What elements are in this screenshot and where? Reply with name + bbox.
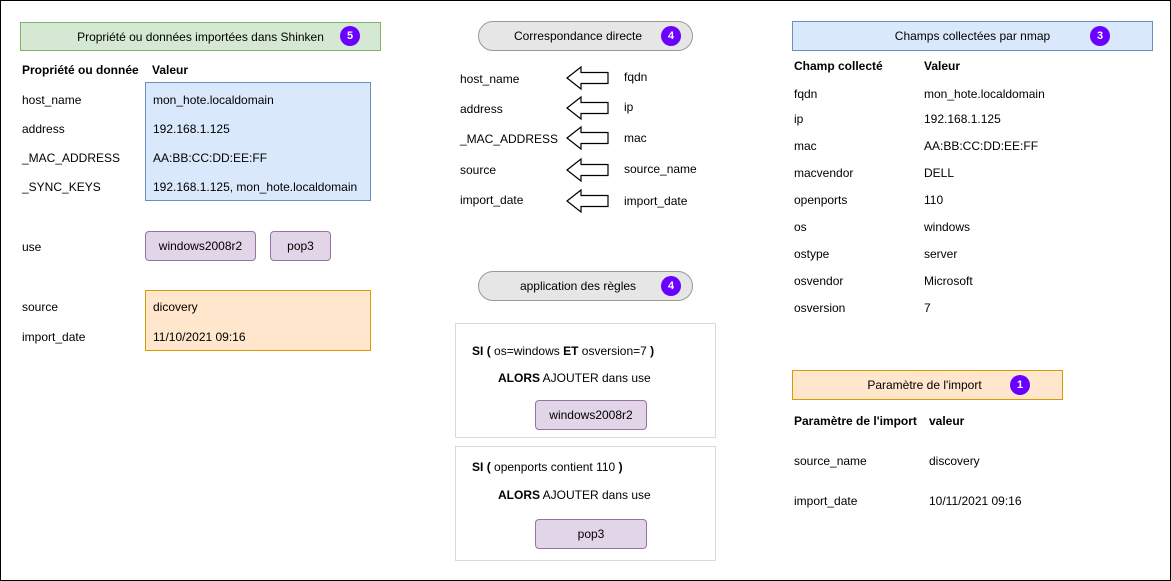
nmap-row-name: ostype	[794, 247, 830, 261]
left-row-name: _SYNC_KEYS	[22, 180, 101, 194]
nmap-row-name: ip	[794, 112, 804, 126]
rules-header-label: application des règles	[519, 279, 637, 293]
nmap-row-name: osversion	[794, 301, 846, 315]
import-params-header-label: Paramètre de l'import	[867, 378, 982, 392]
left-row-value: 192.168.1.125, mon_hote.localdomain	[153, 180, 358, 194]
col-header-param-value: valeur	[929, 414, 965, 428]
rule-2-action: ALORS AJOUTER dans use	[498, 488, 651, 502]
rule-1-action: ALORS AJOUTER dans use	[498, 371, 651, 385]
nmap-row-value: server	[924, 247, 958, 261]
mapping-source: fqdn	[624, 70, 648, 84]
mapping-source: import_date	[624, 194, 688, 208]
left-row-value: 192.168.1.125	[153, 122, 230, 136]
import-param-name: source_name	[794, 454, 867, 468]
rule-2-tag: pop3	[535, 519, 647, 549]
rule-1-action-text: AJOUTER dans use	[542, 371, 651, 385]
use-tag-windows2008r2: windows2008r2	[145, 231, 256, 261]
nmap-row-name: mac	[794, 139, 817, 153]
rule-1-close: )	[650, 344, 655, 358]
rule-2-open: (	[486, 460, 491, 474]
shinken-properties-header-label: Propriété ou données importées dans Shin…	[77, 29, 324, 44]
import-values-box	[145, 290, 371, 351]
source-value: dicovery	[153, 300, 198, 314]
nmap-row-value: 7	[924, 301, 931, 315]
mapping-target: source	[460, 163, 497, 177]
nmap-row-name: fqdn	[794, 87, 818, 101]
nmap-row-name: macvendor	[794, 166, 854, 180]
left-row-name: _MAC_ADDRESS	[22, 151, 121, 165]
nmap-row-value: Microsoft	[924, 274, 973, 288]
rule-2-action-text: AJOUTER dans use	[542, 488, 651, 502]
left-row-value: mon_hote.localdomain	[153, 93, 274, 107]
direct-mapping-header: Correspondance directe	[478, 21, 693, 51]
rule-1-et: ET	[563, 344, 579, 358]
left-arrow-icon	[566, 95, 609, 121]
rule-1-tag: windows2008r2	[535, 400, 647, 430]
nmap-fields-header-label: Champs collectées par nmap	[894, 29, 1051, 43]
step-badge-4: 4	[661, 276, 681, 296]
use-label: use	[22, 240, 42, 254]
left-arrow-icon	[566, 157, 609, 183]
mapping-source: source_name	[624, 162, 697, 176]
left-row-name: host_name	[22, 93, 82, 107]
nmap-row-value: 110	[924, 193, 944, 207]
rule-1-si: SI	[472, 344, 484, 358]
col-header-param: Paramètre de l'import	[794, 414, 917, 428]
direct-mapping-header-label: Correspondance directe	[513, 29, 643, 43]
shinken-properties-header: Propriété ou données importées dans Shin…	[20, 22, 381, 51]
rule-1-cond-b: osversion=7	[581, 344, 647, 358]
import-param-value: discovery	[929, 454, 980, 468]
step-badge-4: 4	[661, 26, 681, 46]
col-header-property: Propriété ou donnée	[22, 63, 139, 77]
shinken-values-box	[145, 82, 371, 201]
mapping-target: address	[460, 102, 503, 116]
left-row-value: AA:BB:CC:DD:EE:FF	[153, 151, 268, 165]
step-badge-5: 5	[340, 26, 360, 46]
mapping-target: host_name	[460, 72, 520, 86]
mapping-target: import_date	[460, 193, 524, 207]
nmap-row-name: os	[794, 220, 807, 234]
rule-2-close: )	[618, 460, 623, 474]
col-header-field: Champ collecté	[794, 59, 883, 73]
mapping-source: mac	[624, 131, 647, 145]
left-arrow-icon	[566, 125, 609, 151]
left-arrow-icon	[566, 188, 609, 214]
nmap-row-value: windows	[924, 220, 971, 234]
rule-2-alors: ALORS	[498, 488, 540, 502]
step-badge-3: 3	[1090, 26, 1110, 46]
rule-1-alors: ALORS	[498, 371, 540, 385]
source-label: source	[22, 300, 59, 314]
nmap-row-value: DELL	[924, 166, 955, 180]
nmap-row-value: mon_hote.localdomain	[924, 87, 1045, 101]
nmap-row-value: 192.168.1.125	[924, 112, 1001, 126]
mapping-source: ip	[624, 100, 634, 114]
step-badge-1: 1	[1010, 375, 1030, 395]
rules-header: application des règles	[478, 271, 693, 301]
mapping-target: _MAC_ADDRESS	[460, 132, 559, 146]
rule-2-condition: SI ( openports contient 110 )	[472, 460, 623, 474]
import-date-label: import_date	[22, 330, 86, 344]
import-param-name: import_date	[794, 494, 858, 508]
import-date-value: 11/10/2021 09:16	[153, 330, 246, 344]
import-param-value: 10/11/2021 09:16	[929, 494, 1022, 508]
rule-2-si: SI	[472, 460, 484, 474]
rule-1-cond-a: os=windows	[494, 344, 560, 358]
col-header-value: Valeur	[152, 63, 189, 77]
col-header-value: Valeur	[924, 59, 961, 73]
nmap-row-value: AA:BB:CC:DD:EE:FF	[924, 139, 1039, 153]
rule-2-cond: openports contient 110	[494, 460, 616, 474]
left-row-name: address	[22, 122, 65, 136]
use-tag-pop3: pop3	[270, 231, 331, 261]
rule-1-open: (	[486, 344, 491, 358]
left-arrow-icon	[566, 65, 609, 91]
nmap-row-name: openports	[794, 193, 848, 207]
nmap-row-name: osvendor	[794, 274, 844, 288]
rule-1-condition: SI ( os=windows ET osversion=7 )	[472, 344, 654, 358]
